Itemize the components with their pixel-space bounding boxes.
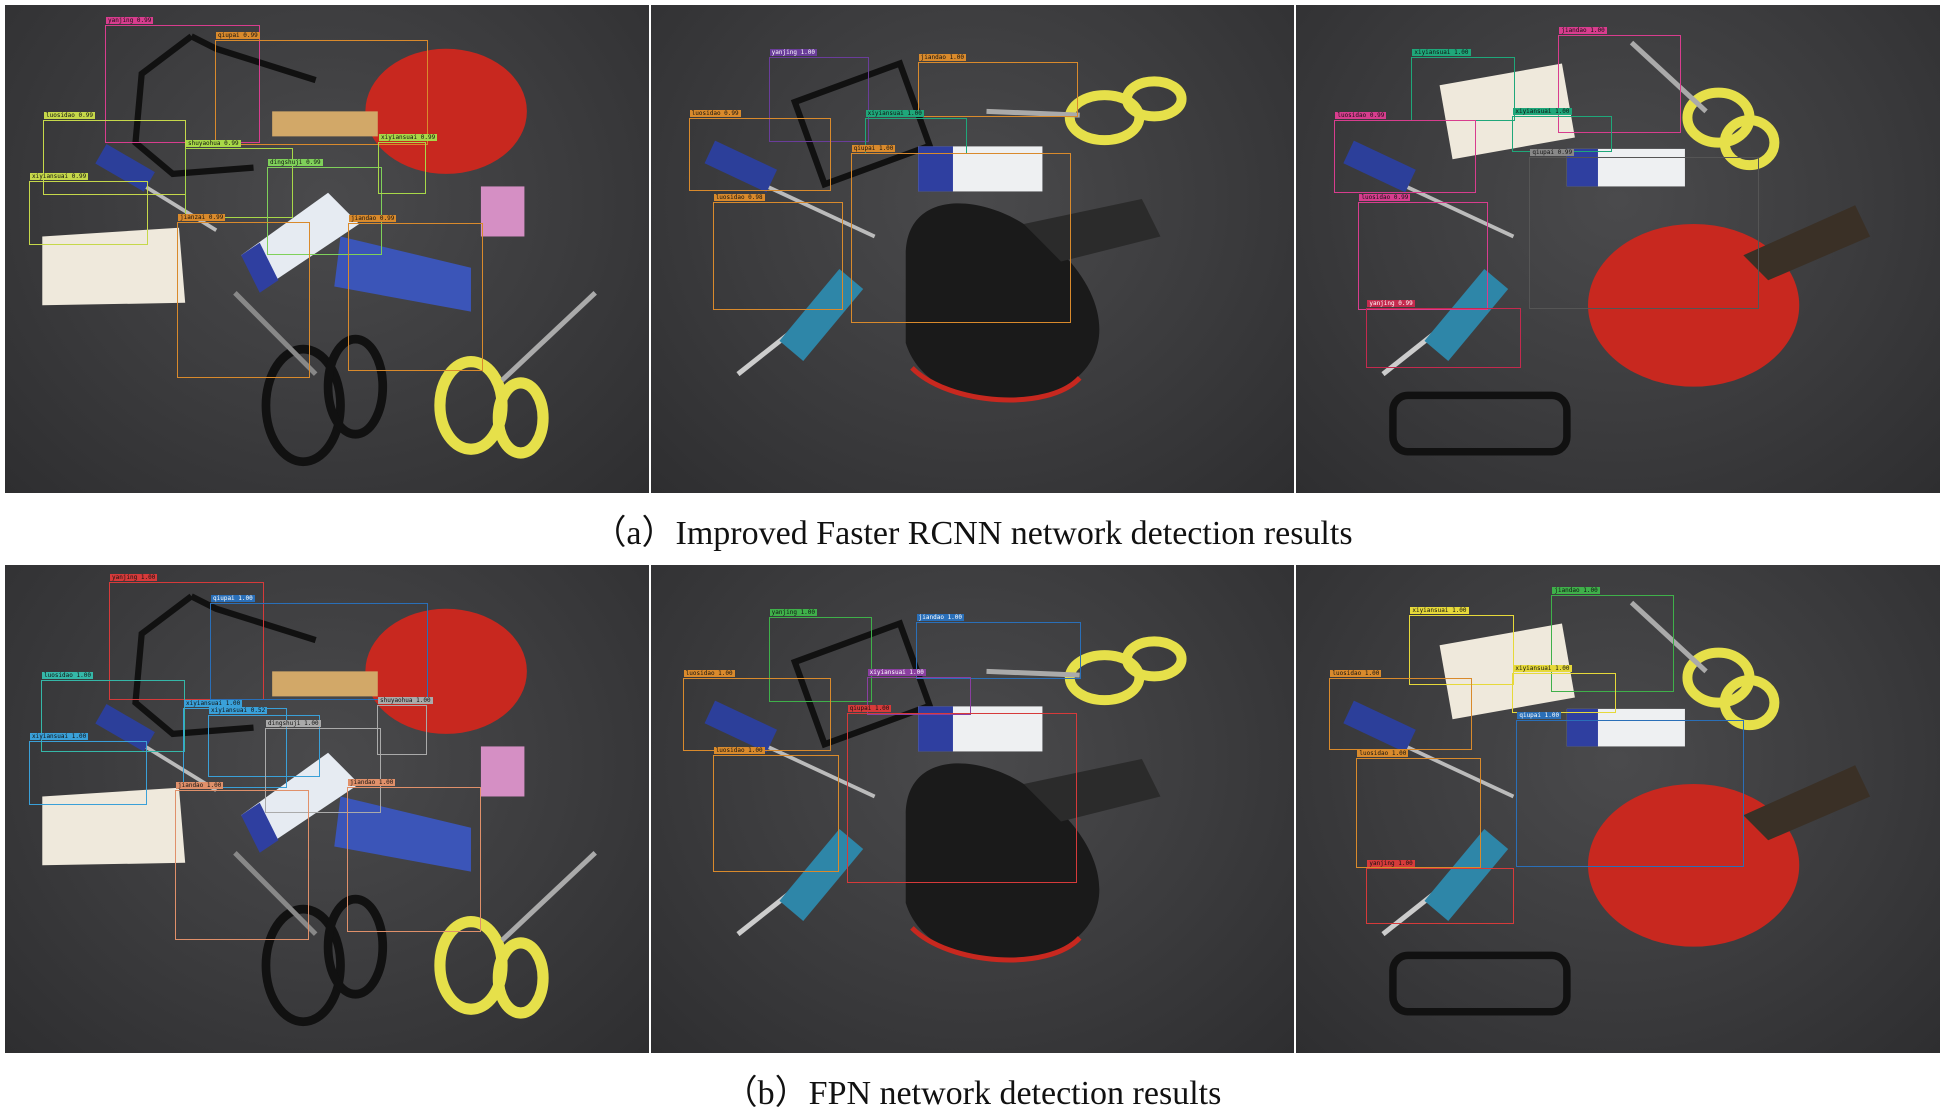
- paddle-object: [1588, 783, 1800, 947]
- detection-row-fpn: yanjing 1.00 qiupai 1.00 luosidao 1.00 x…: [5, 565, 1941, 1053]
- scene-a1: [42, 33, 597, 467]
- detection-row-improved-faster-rcnn: yanjing 0.99 qiupai 0.99 luosidao 0.99 x…: [5, 5, 1941, 493]
- tube-object: [42, 227, 186, 306]
- scene-b1: [42, 593, 597, 1027]
- paddle-object: [365, 608, 527, 734]
- detection-image-b2: yanjing 1.00 jiandao 1.00 luosidao 1.00 …: [650, 565, 1295, 1053]
- scene-b2: [704, 619, 1187, 963]
- paddle-object: [365, 48, 527, 174]
- scene-a3: [1343, 40, 1871, 456]
- caption-improved-faster-rcnn: （a）Improved Faster RCNN network detectio…: [592, 515, 1353, 552]
- detection-image-a1: yanjing 0.99 qiupai 0.99 luosidao 0.99 x…: [5, 5, 649, 493]
- detection-image-b1: yanjing 1.00 qiupai 1.00 luosidao 1.00 x…: [5, 565, 649, 1053]
- glasses-object: [132, 33, 317, 178]
- caption-fpn: （b）FPN network detection results: [723, 1075, 1222, 1112]
- detection-image-a2: yanjing 1.00 jiandao 1.00 luosidao 0.99 …: [650, 5, 1295, 493]
- paddle-handle-object: [272, 111, 378, 137]
- detection-image-b3: xiyiansuai 1.00 jiandao 1.00 luosidao 1.…: [1296, 565, 1941, 1053]
- scene-a2: [704, 59, 1187, 403]
- paddle-object: [1588, 223, 1800, 387]
- paddle-object: [905, 763, 1100, 962]
- detection-image-a3: xiyiansuai 1.00 jiandao 1.00 luosidao 0.…: [1296, 5, 1941, 493]
- paddle-object: [905, 203, 1100, 402]
- scene-b3: [1343, 600, 1871, 1016]
